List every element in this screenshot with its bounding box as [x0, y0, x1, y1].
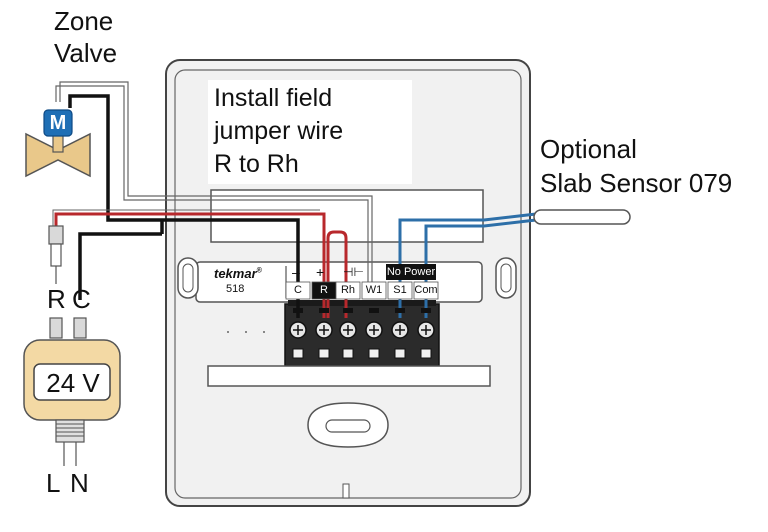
terminal-label-c: C — [294, 284, 302, 296]
terminal-label-rh: Rh — [340, 284, 356, 296]
model-number: 518 — [226, 283, 245, 295]
transformer-terminal-r — [49, 317, 63, 339]
no-power-badge: No Power — [386, 264, 436, 280]
terminal-cell-w1 — [361, 281, 387, 300]
terminal-release-r — [318, 348, 330, 359]
transformer-l-label: L — [46, 468, 61, 498]
instruction-line3: R to Rh — [214, 150, 299, 178]
sensor-label-line1: Optional — [540, 134, 637, 164]
black-wire-c — [68, 94, 300, 318]
terminal-screws — [289, 308, 435, 359]
instruction-note-bg — [208, 80, 412, 184]
transformer-neck — [55, 419, 85, 443]
zone-valve-title-line2: Valve — [54, 38, 118, 68]
zone-valve-wire-grey — [59, 81, 373, 296]
terminal-release-com — [420, 348, 432, 359]
transformer-voltage-box — [33, 363, 111, 401]
plus-symbol: + — [316, 264, 325, 280]
motor-badge — [43, 109, 73, 137]
terminal-release-w1 — [368, 348, 380, 359]
instruction-line1: Install field — [214, 84, 333, 112]
zone-valve-title-line1: Zone — [54, 6, 114, 36]
terminal-label-s1: S1 — [393, 284, 407, 296]
terminal-cell-rh — [335, 281, 361, 300]
lower-slot — [207, 365, 491, 387]
brand-name: tekmar® — [214, 266, 262, 281]
motor-letter: M — [49, 112, 67, 134]
red-wire-r — [54, 212, 326, 318]
wiring-channel — [210, 189, 484, 243]
terminal-release-s1 — [394, 348, 406, 359]
transformer-voltage: 24 V — [46, 368, 100, 398]
contact-symbol: ⊣⊢ — [343, 265, 364, 279]
terminal-release-c — [292, 348, 304, 359]
sensor-label-line2: Slab Sensor 079 — [540, 168, 733, 198]
terminal-label-com: Com — [414, 284, 438, 296]
terminal-cell-c — [285, 281, 311, 300]
wire-connector — [48, 225, 64, 245]
terminal-block — [284, 303, 440, 367]
transformer-n-label: N — [70, 468, 89, 498]
minus-symbol: – — [292, 264, 300, 280]
instruction-line2: jumper wire — [214, 117, 344, 145]
terminal-label-w1: W1 — [365, 284, 383, 296]
transformer-r-label: R — [47, 284, 66, 314]
transformer-c-label: C — [72, 284, 91, 314]
terminal-cell-com — [413, 281, 439, 300]
transformer-terminal-c — [73, 317, 87, 339]
terminal-label-cells — [285, 281, 439, 300]
slab-sensor-probe — [533, 209, 631, 225]
terminal-release-rh — [342, 348, 354, 359]
terminal-label-r: R — [320, 284, 328, 296]
terminal-cell-s1 — [387, 281, 413, 300]
red-jumper-r-rh — [326, 230, 348, 318]
